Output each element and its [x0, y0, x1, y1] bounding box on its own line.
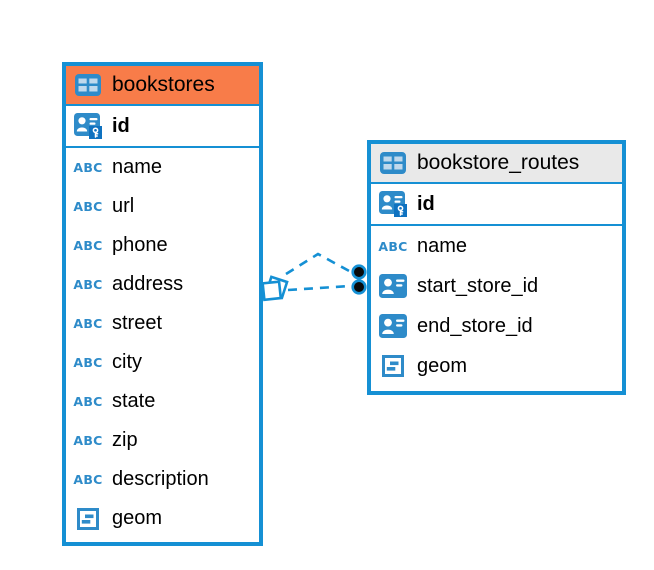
text-type-icon: ABC [378, 238, 408, 254]
field-row-name[interactable]: ABC name [371, 226, 622, 266]
field-row-street[interactable]: ABC street [66, 304, 259, 343]
field-row-state[interactable]: ABC state [66, 382, 259, 421]
field-label: name [112, 156, 163, 178]
relationship-squares-marker [261, 275, 289, 302]
table-icon [378, 152, 408, 174]
relationship-line-upper [285, 252, 352, 276]
relationship-line-lower [287, 284, 351, 292]
geometry-type-icon [378, 355, 408, 377]
relationship-dot-marker [351, 264, 367, 280]
relationship-dot-marker [351, 279, 367, 295]
field-label: address [112, 273, 184, 295]
field-label: end_store_id [417, 314, 533, 337]
field-label: geom [112, 507, 163, 529]
table-title: bookstores [112, 73, 215, 96]
field-label: description [112, 468, 209, 490]
primary-key-icon [378, 191, 408, 218]
field-row-geom[interactable]: geom [66, 499, 259, 538]
field-label: id [112, 114, 130, 137]
text-type-icon: ABC [73, 472, 103, 487]
table-bookstore-routes-header[interactable]: bookstore_routes [371, 144, 622, 184]
table-bookstores[interactable]: bookstores id ABC name ABC url ABC phone… [62, 62, 263, 546]
field-row-id[interactable]: id [66, 106, 259, 148]
field-label: url [112, 195, 135, 217]
text-type-icon: ABC [73, 277, 103, 292]
text-type-icon: ABC [73, 433, 103, 448]
table-title: bookstore_routes [417, 151, 580, 174]
field-label: state [112, 390, 156, 412]
field-row-end-store-id[interactable]: end_store_id [371, 306, 622, 346]
field-row-start-store-id[interactable]: start_store_id [371, 266, 622, 306]
field-row-phone[interactable]: ABC phone [66, 226, 259, 265]
field-label: zip [112, 429, 138, 451]
field-row-description[interactable]: ABC description [66, 460, 259, 499]
text-type-icon: ABC [73, 160, 103, 175]
table-bookstores-header[interactable]: bookstores [66, 66, 259, 106]
field-row-address[interactable]: ABC address [66, 265, 259, 304]
field-label: geom [417, 354, 468, 377]
field-label: name [417, 234, 468, 257]
field-label: city [112, 351, 142, 373]
field-label: id [417, 192, 435, 215]
text-type-icon: ABC [73, 238, 103, 253]
field-label: phone [112, 234, 168, 256]
text-type-icon: ABC [73, 355, 103, 370]
relationship-connector[interactable] [250, 235, 385, 320]
field-label: street [112, 312, 163, 334]
field-row-zip[interactable]: ABC zip [66, 421, 259, 460]
field-label: start_store_id [417, 274, 539, 297]
field-row-url[interactable]: ABC url [66, 187, 259, 226]
field-row-id[interactable]: id [371, 184, 622, 226]
table-icon [73, 74, 103, 96]
text-type-icon: ABC [73, 394, 103, 409]
geometry-type-icon [73, 508, 103, 530]
table-bookstore-routes[interactable]: bookstore_routes id ABC name start_store… [367, 140, 626, 395]
text-type-icon: ABC [73, 199, 103, 214]
text-type-icon: ABC [73, 316, 103, 331]
field-row-name[interactable]: ABC name [66, 148, 259, 187]
field-row-geom[interactable]: geom [371, 346, 622, 386]
primary-key-icon [73, 113, 103, 140]
field-row-city[interactable]: ABC city [66, 343, 259, 382]
